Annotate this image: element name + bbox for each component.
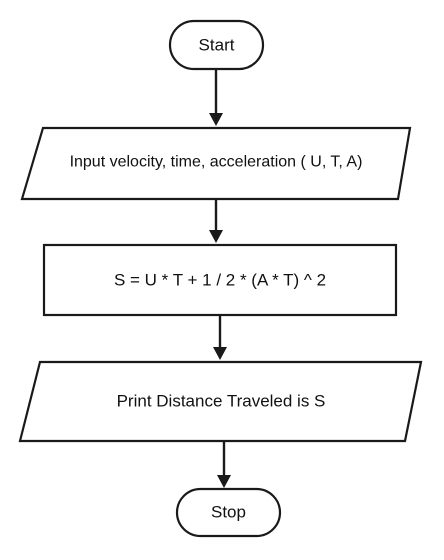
connector-start-input — [209, 70, 223, 126]
output-parallelogram: Print Distance Traveled is S — [18, 360, 423, 443]
stop-terminator: Stop — [175, 487, 282, 538]
input-parallelogram: Input velocity, time, acceleration ( U, … — [20, 126, 412, 201]
process-label: S = U * T + 1 / 2 * (A * T) ^ 2 — [114, 271, 326, 290]
start-label: Start — [199, 36, 235, 55]
input-label: Input velocity, time, acceleration ( U, … — [70, 154, 363, 171]
connector-process-output — [213, 316, 227, 360]
connector-input-process — [209, 199, 223, 243]
connector-output-stop — [217, 442, 231, 488]
stop-label: Stop — [211, 503, 246, 522]
process-rectangle: S = U * T + 1 / 2 * (A * T) ^ 2 — [42, 243, 398, 317]
output-label: Print Distance Traveled is S — [117, 392, 326, 411]
start-terminator: Start — [168, 19, 265, 71]
